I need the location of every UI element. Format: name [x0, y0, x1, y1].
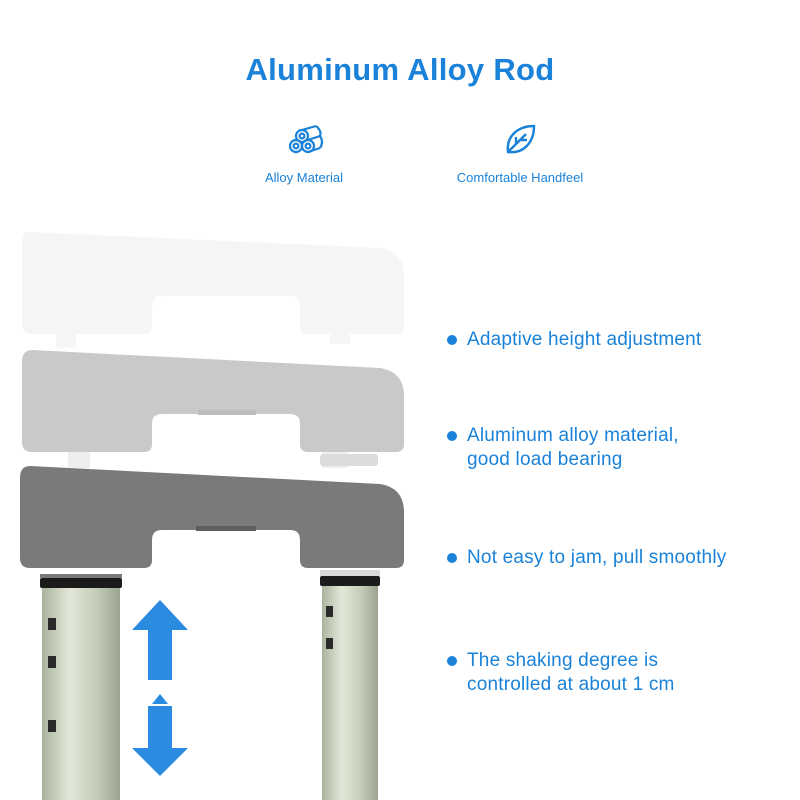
page-title: Aluminum Alloy Rod: [245, 52, 555, 87]
bullet-text: good load bearing: [467, 449, 623, 470]
feature-label: Alloy Material: [264, 170, 344, 185]
bullet-item: Aluminum alloy material, good load beari…: [447, 424, 679, 472]
bullet-text: The shaking degree is: [467, 650, 659, 671]
aluminum-rods: [40, 570, 380, 800]
bullet-text: Aluminum alloy material,: [467, 425, 679, 446]
bullet-item: Adaptive height adjustment: [447, 328, 701, 352]
feature-comfortable-handfeel: Comfortable Handfeel: [420, 118, 620, 185]
alloy-tubes-icon: [288, 124, 324, 154]
bullet-dot: [447, 553, 457, 563]
feature-alloy-material: Alloy Material: [204, 118, 404, 185]
bullet-text: controlled at about 1 cm: [467, 674, 675, 695]
bullet-text: Adaptive height adjustment: [467, 329, 702, 350]
leaf-icon: [506, 124, 536, 154]
handle-collapsed: [20, 466, 404, 568]
adjustment-arrows-icon: [132, 600, 188, 776]
bullet-text: Not easy to jam, pull smoothly: [467, 547, 727, 568]
handle-extended-high: [22, 232, 404, 348]
bullet-dot: [447, 656, 457, 666]
feature-label: Comfortable Handfeel: [456, 170, 584, 185]
bullet-dot: [447, 335, 457, 345]
bullet-item: The shaking degree is controlled at abou…: [447, 649, 675, 697]
bullet-dot: [447, 431, 457, 441]
bullet-item: Not easy to jam, pull smoothly: [447, 546, 726, 570]
trolley-handle-illustration: [20, 232, 404, 800]
handle-extended-mid: [22, 350, 404, 468]
